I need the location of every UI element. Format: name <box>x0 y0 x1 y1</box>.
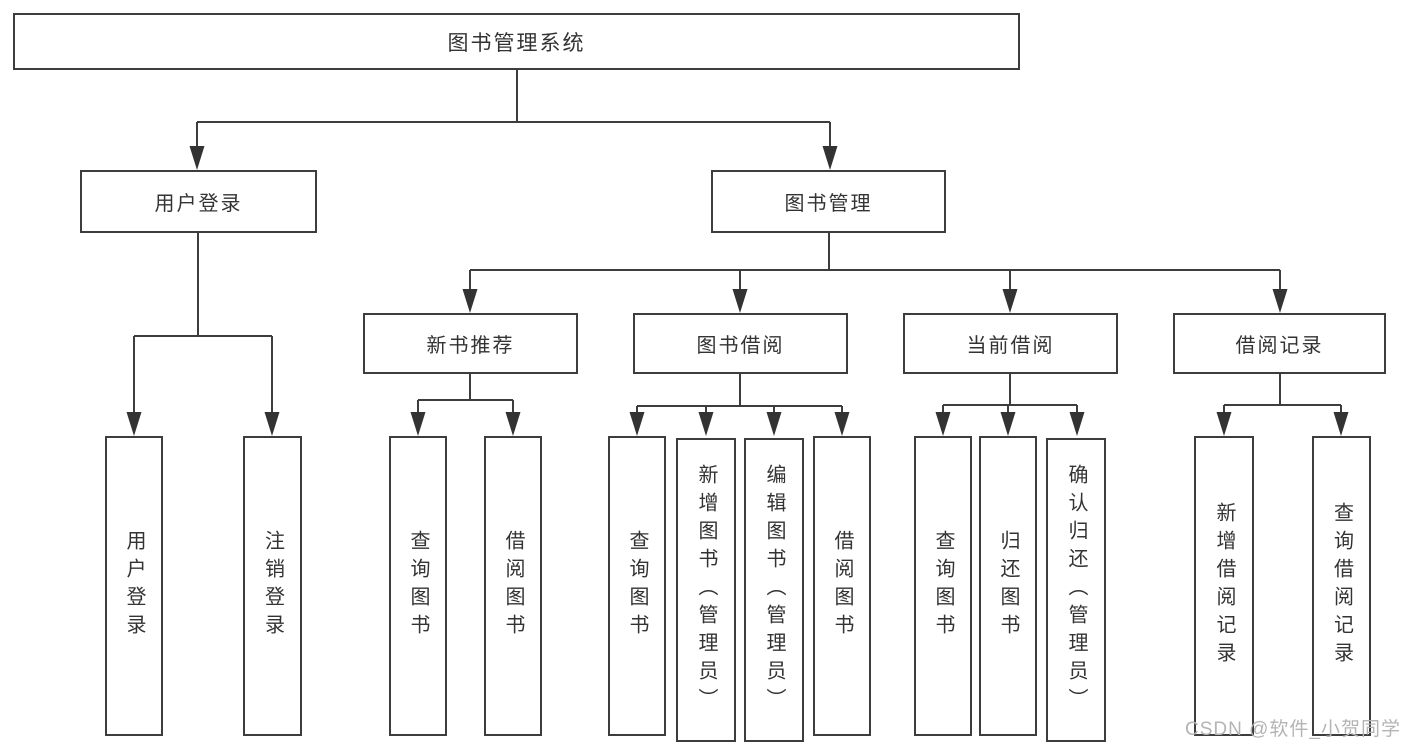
node-label: 借阅图书 <box>502 530 524 642</box>
leaf-logout: 注销登录 <box>243 436 302 736</box>
node-label: 新增借阅记录 <box>1213 502 1235 670</box>
leaf-edit-books-admin: 编辑图书（管理员） <box>744 438 804 742</box>
leaf-query-books-1: 查询图书 <box>389 436 447 736</box>
node-label: 编辑图书（管理员） <box>763 464 785 716</box>
node-label: 查询图书 <box>626 530 648 642</box>
node-label: 当前借阅 <box>966 335 1055 357</box>
leaf-borrow-books-1: 借阅图书 <box>484 436 542 736</box>
node-label: 图书管理系统 <box>447 31 586 55</box>
node-label: 注销登录 <box>261 530 284 642</box>
node-label: 借阅记录 <box>1235 335 1324 357</box>
node-label: 用户登录 <box>123 530 145 642</box>
node-book-management-module: 图书管理 <box>711 170 946 233</box>
node-current-borrowing: 当前借阅 <box>903 313 1118 374</box>
node-book-borrowing: 图书借阅 <box>633 313 848 374</box>
node-label: 新书推荐 <box>426 335 515 357</box>
leaf-add-borrow-record: 新增借阅记录 <box>1194 436 1254 736</box>
node-label: 图书借阅 <box>696 335 785 357</box>
node-borrow-records: 借阅记录 <box>1173 313 1386 374</box>
node-label: 借阅图书 <box>831 530 853 642</box>
csdn-watermark: CSDN @软件_小贺同学 <box>1185 719 1401 740</box>
leaf-add-books-admin: 新增图书（管理员） <box>676 438 736 742</box>
leaf-query-books-2: 查询图书 <box>608 436 666 736</box>
leaf-confirm-return-admin: 确认归还（管理员） <box>1046 438 1106 742</box>
node-user-login-module: 用户登录 <box>80 170 317 233</box>
node-library-management-system: 图书管理系统 <box>13 13 1020 70</box>
node-label: 查询图书 <box>407 530 429 642</box>
leaf-query-borrow-record: 查询借阅记录 <box>1312 436 1371 736</box>
node-label: 查询图书 <box>932 530 954 642</box>
node-label: 查询借阅记录 <box>1330 502 1353 670</box>
node-label: 归还图书 <box>997 530 1019 642</box>
node-new-book-recommend: 新书推荐 <box>363 313 578 374</box>
leaf-return-books: 归还图书 <box>979 436 1037 736</box>
node-label: 确认归还（管理员） <box>1065 464 1087 716</box>
leaf-user-login: 用户登录 <box>105 436 163 736</box>
node-label: 图书管理 <box>784 193 873 215</box>
leaf-borrow-books-2: 借阅图书 <box>813 436 871 736</box>
leaf-query-books-3: 查询图书 <box>914 436 972 736</box>
node-label: 新增图书（管理员） <box>695 464 717 716</box>
node-label: 用户登录 <box>154 193 243 215</box>
